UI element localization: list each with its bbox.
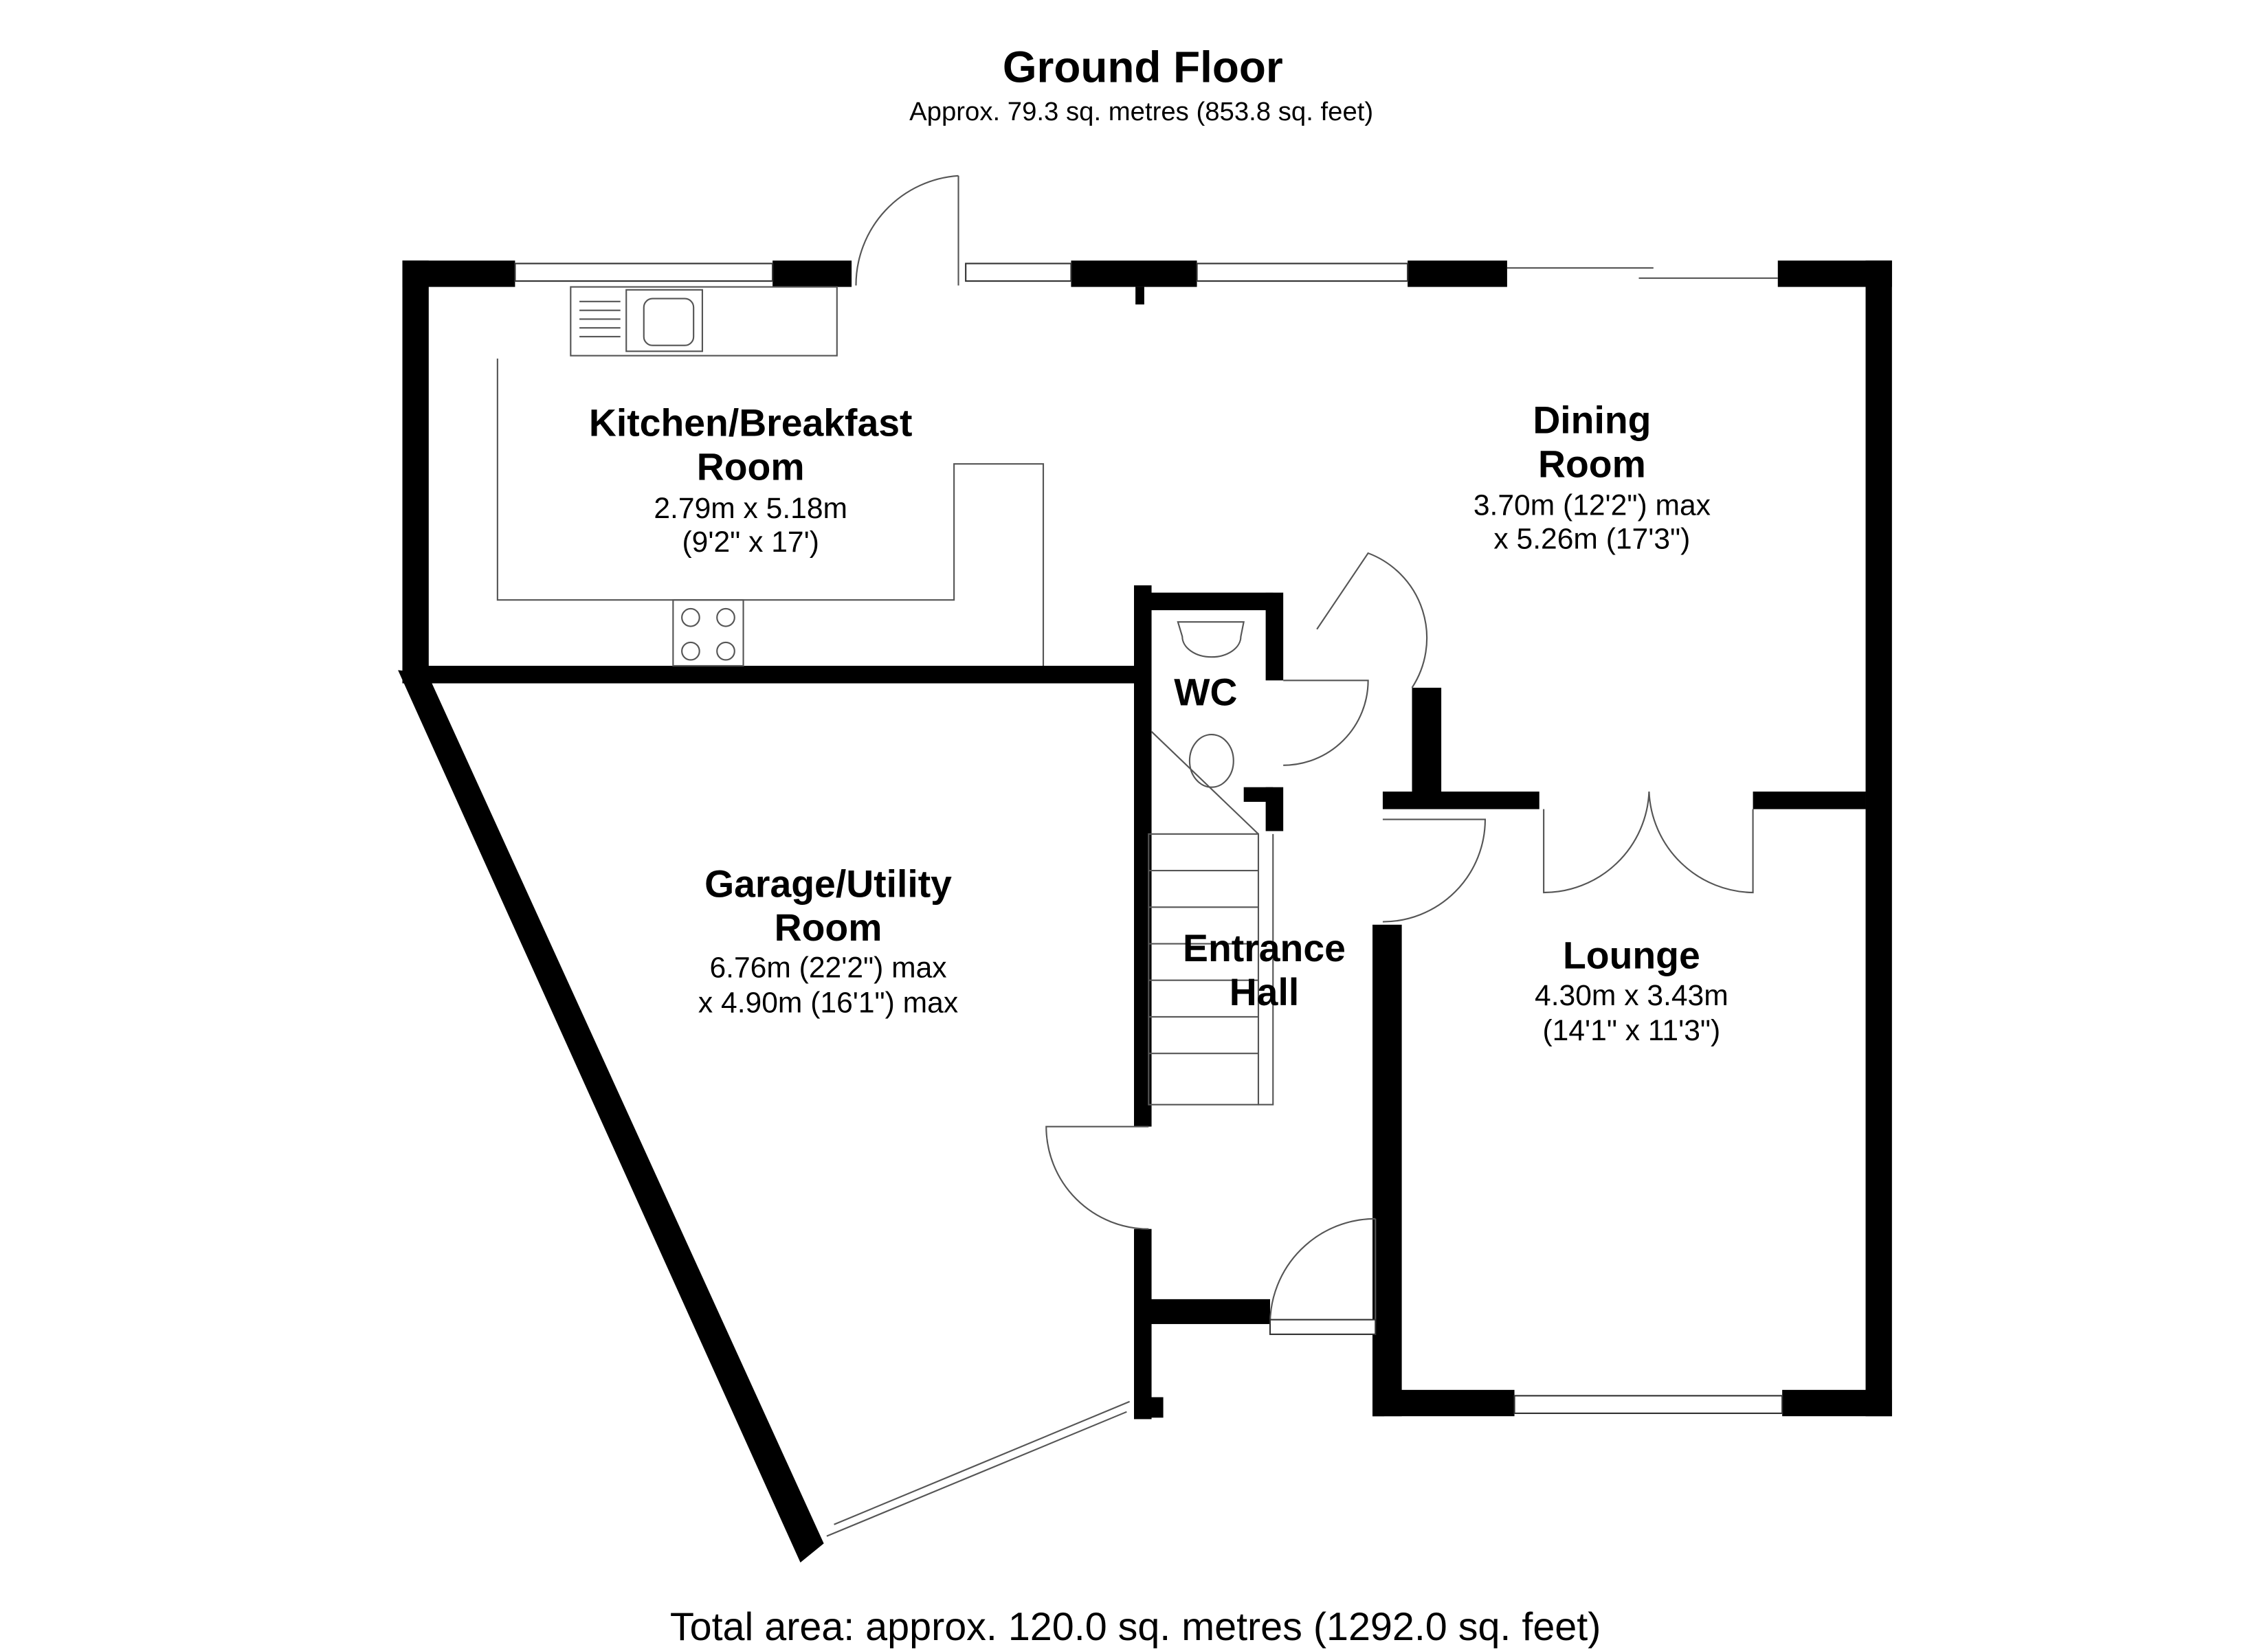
room-hall: Entrance Hall: [1183, 927, 1346, 1013]
svg-text:(9'2" x 17'): (9'2" x 17'): [682, 526, 819, 559]
room-kitchen: Kitchen/Breakfast Room 2.79m x 5.18m (9'…: [589, 402, 913, 559]
walls: [398, 260, 1892, 1563]
svg-text:Dining: Dining: [1533, 399, 1651, 441]
svg-text:Room: Room: [775, 906, 882, 949]
svg-text:Room: Room: [1538, 442, 1646, 485]
room-dining: Dining Room 3.70m (12'2") max x 5.26m (1…: [1474, 399, 1711, 555]
svg-text:2.79m x 5.18m: 2.79m x 5.18m: [654, 492, 847, 525]
svg-text:(14'1" x 11'3"): (14'1" x 11'3"): [1543, 1014, 1721, 1047]
svg-text:3.70m (12'2") max: 3.70m (12'2") max: [1474, 489, 1711, 522]
svg-text:Kitchen/Breakfast: Kitchen/Breakfast: [589, 402, 913, 445]
svg-text:Hall: Hall: [1230, 971, 1300, 1013]
total-area: Total area: approx. 120.0 sq. metres (12…: [670, 1605, 1601, 1649]
svg-text:Room: Room: [697, 446, 805, 489]
svg-text:Lounge: Lounge: [1563, 934, 1700, 977]
windows-doors: [514, 175, 1783, 1537]
svg-text:x 4.90m (16'1") max: x 4.90m (16'1") max: [698, 987, 958, 1020]
svg-text:4.30m x 3.43m: 4.30m x 3.43m: [1535, 979, 1728, 1012]
plan-subtitle: Approx. 79.3 sq. metres (853.8 sq. feet): [909, 97, 1373, 126]
svg-text:WC: WC: [1174, 671, 1237, 713]
room-wc: WC: [1174, 671, 1237, 713]
fixtures: [496, 286, 1274, 1106]
svg-text:Garage/Utility: Garage/Utility: [704, 862, 952, 905]
plan-title: Ground Floor: [1003, 43, 1283, 92]
room-lounge: Lounge 4.30m x 3.43m (14'1" x 11'3"): [1535, 934, 1728, 1047]
svg-text:6.76m (22'2") max: 6.76m (22'2") max: [709, 951, 946, 984]
svg-text:Entrance: Entrance: [1183, 927, 1346, 969]
svg-text:x 5.26m (17'3"): x 5.26m (17'3"): [1493, 523, 1690, 556]
room-garage: Garage/Utility Room 6.76m (22'2") max x …: [698, 862, 958, 1019]
